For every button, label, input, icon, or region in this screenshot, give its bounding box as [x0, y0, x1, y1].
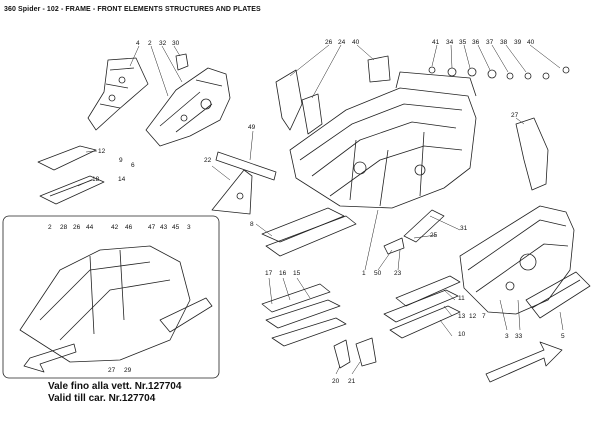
callout-c28: 28	[60, 224, 68, 231]
callout-c32a: 32	[159, 40, 167, 47]
callout-c21: 21	[348, 378, 356, 385]
callout-c6: 6	[131, 162, 135, 169]
callout-c24: 24	[338, 39, 346, 46]
part-inset-assembly	[19, 245, 213, 363]
callout-c2b: 2	[48, 224, 52, 231]
callout-c1: 1	[362, 270, 366, 277]
callout-c37: 37	[486, 39, 494, 46]
callout-c10: 10	[458, 331, 466, 338]
callout-c45: 45	[172, 224, 180, 231]
callout-c8: 8	[250, 221, 254, 228]
direction-arrow-left	[23, 343, 77, 373]
callout-c27b: 27	[108, 367, 116, 374]
part-bracket-50-23	[383, 237, 405, 255]
callout-c36: 36	[472, 39, 480, 46]
page-title: 360 Spider - 102 - FRAME - FRONT ELEMENT…	[4, 6, 261, 13]
part-plate-31	[403, 209, 445, 243]
callout-c38: 38	[500, 39, 508, 46]
callout-c14: 14	[118, 176, 126, 183]
callout-c9a: 9	[119, 157, 123, 164]
callout-c40b: 40	[527, 39, 535, 46]
callout-c13: 13	[458, 313, 466, 320]
callout-c18: 18	[92, 176, 100, 183]
part-main-frame	[289, 71, 477, 209]
part-rail-5	[525, 271, 591, 319]
callout-c3a: 3	[187, 224, 191, 231]
callout-c3b: 3	[505, 333, 509, 340]
callout-c17: 17	[265, 270, 273, 277]
part-plates-17-16-15	[261, 283, 347, 347]
inset-box	[2, 215, 220, 379]
callout-c5: 5	[561, 333, 565, 340]
callout-c30: 30	[172, 40, 180, 47]
part-panel-27	[515, 117, 549, 191]
callout-c11: 11	[458, 295, 465, 302]
callout-c20: 20	[332, 378, 340, 385]
callout-c2a: 2	[148, 40, 152, 47]
part-plate-40	[367, 55, 391, 83]
part-bracket-22	[211, 169, 253, 215]
callout-c43: 43	[160, 224, 168, 231]
callout-c23: 23	[394, 270, 402, 277]
part-plate-24	[301, 93, 323, 135]
callout-c29: 29	[124, 367, 132, 374]
callout-c22: 22	[204, 157, 212, 164]
callout-c49: 49	[248, 124, 256, 131]
part-plate-8	[261, 207, 357, 257]
callout-c33: 33	[515, 333, 523, 340]
callout-c42: 42	[111, 224, 119, 231]
part-fasteners-row	[428, 66, 570, 80]
callout-c34: 34	[446, 39, 454, 46]
validity-note-italian: Vale fino alla vett. Nr.127704	[48, 381, 182, 392]
validity-note: Vale fino alla vett. Nr.127704 Valid til…	[48, 381, 181, 405]
part-front-wheelhouse	[145, 67, 231, 147]
part-side-rail	[459, 205, 575, 315]
leader-lines	[77, 44, 564, 375]
part-small-bracket-30	[175, 53, 189, 71]
callout-c27a: 27	[511, 112, 519, 119]
callout-c35: 35	[459, 39, 467, 46]
part-upper-bracket-26	[275, 69, 303, 131]
part-brackets-20-21	[333, 337, 377, 369]
callout-c40a: 40	[352, 39, 360, 46]
validity-note-english: Valid till car. Nr.127704	[48, 393, 156, 404]
part-inner-front-panel	[87, 57, 149, 131]
direction-arrow-right	[485, 341, 563, 383]
part-plates-11-13-10	[383, 275, 461, 339]
callout-c12b: 12	[469, 313, 477, 320]
callout-c16: 16	[279, 270, 287, 277]
callout-c41: 41	[432, 39, 440, 46]
part-plate-12	[37, 145, 97, 171]
callout-c15: 15	[293, 270, 301, 277]
callout-c46: 46	[125, 224, 133, 231]
callout-c39: 39	[514, 39, 522, 46]
callout-c31: 31	[460, 225, 468, 232]
callout-c4a: 4	[136, 40, 140, 47]
callout-c26a: 26	[325, 39, 333, 46]
callout-c47: 47	[148, 224, 156, 231]
callout-c44: 44	[86, 224, 94, 231]
callout-c7: 7	[482, 313, 486, 320]
callout-c25: 25	[430, 232, 438, 239]
callout-c50: 50	[374, 270, 382, 277]
callout-c26b: 26	[73, 224, 81, 231]
callout-c12a: 12	[98, 148, 106, 155]
part-cross-member-49	[215, 151, 277, 181]
